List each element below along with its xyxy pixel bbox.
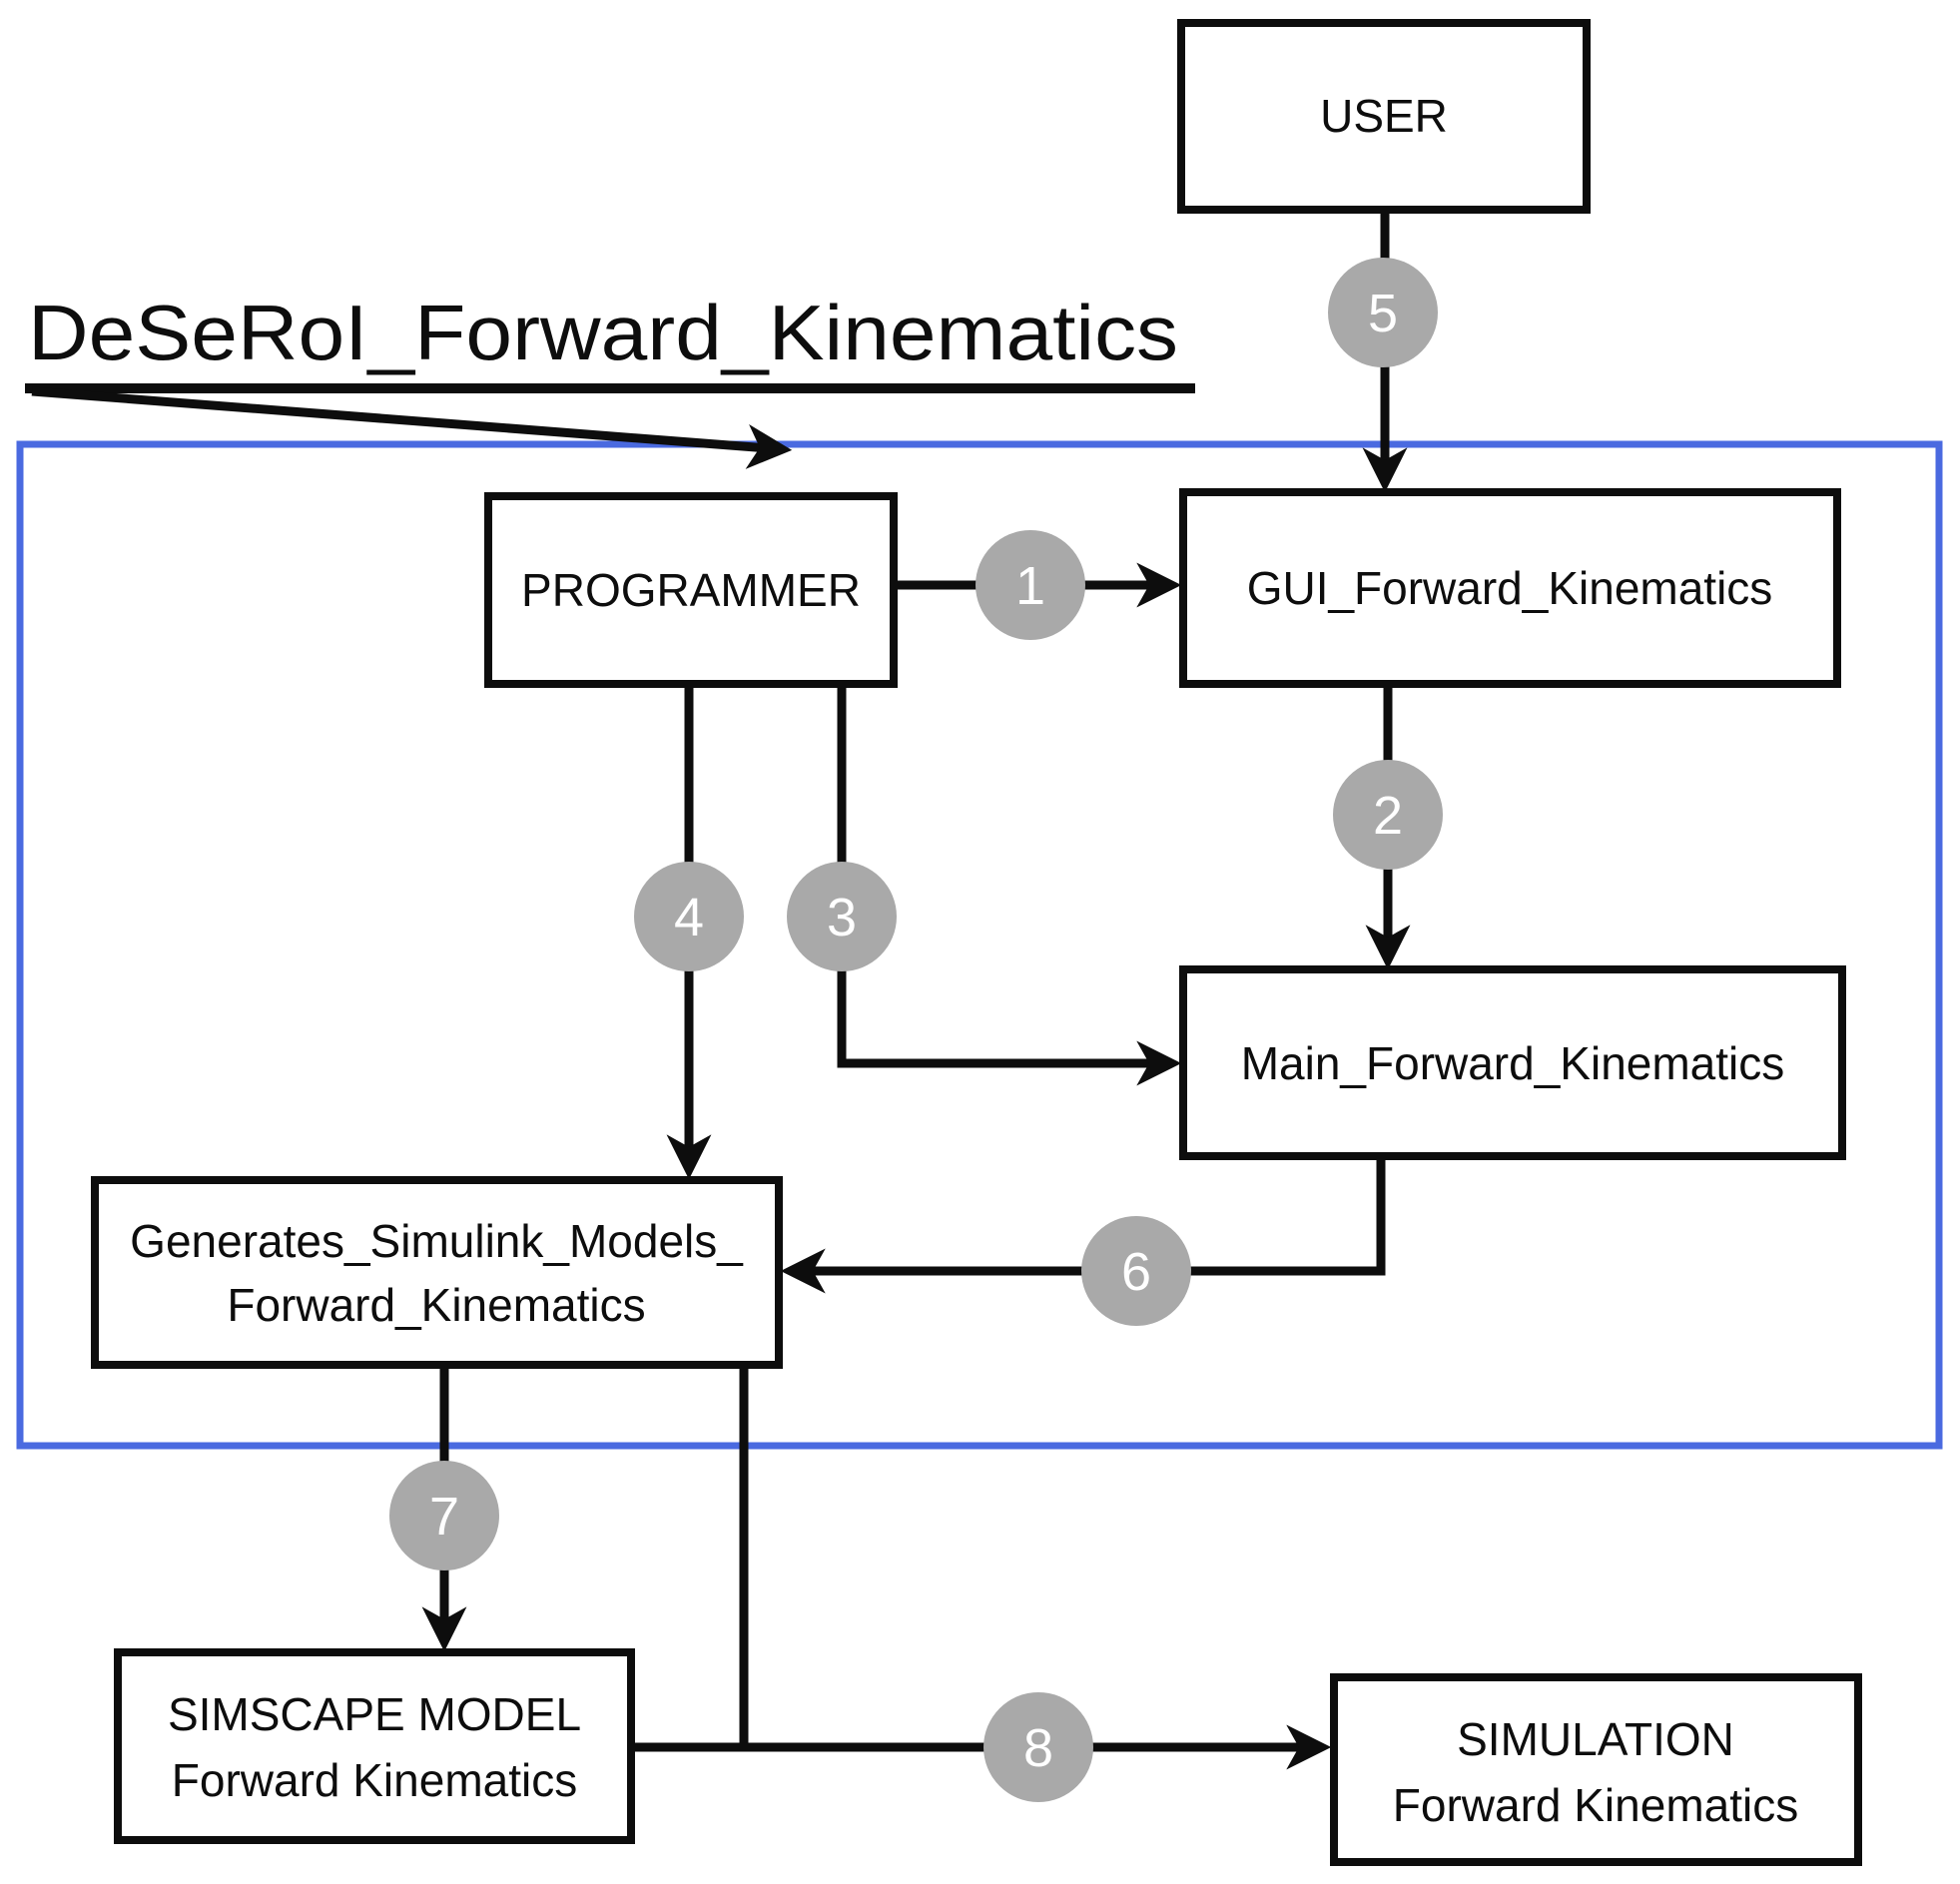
generates-label-line1: Generates_Simulink_Models_ [130,1215,744,1267]
step-number-3: 3 [827,888,857,947]
step-badge-7: 7 [389,1461,499,1570]
title-pointer-arrow [31,386,793,469]
step-number-7: 7 [429,1487,459,1547]
step-circle-8 [983,1692,1093,1802]
generates-label-line2: Forward_Kinematics [227,1279,645,1331]
step-badge-3: 3 [787,862,897,971]
step-number-8: 8 [1023,1718,1053,1778]
step-circle-2 [1333,760,1443,870]
step-number-4: 4 [674,888,704,947]
simscape-label-line2: Forward Kinematics [172,1754,577,1806]
node-user: USER [1177,19,1591,214]
simscape-box [114,1648,635,1844]
main-box [1179,965,1846,1160]
gui-box [1179,488,1841,688]
step-circle-6 [1081,1216,1191,1326]
step-badge-6: 6 [1081,1216,1191,1326]
step-number-5: 5 [1368,284,1398,343]
step-circle-7 [389,1461,499,1570]
edge-programmer-to-main [837,684,1182,1086]
step-circle-1 [976,530,1085,640]
step-circle-3 [787,862,897,971]
step-badge-2: 2 [1333,760,1443,870]
system-boundary-rect [16,440,1943,1450]
node-simulation: SIMULATION Forward Kinematics [1330,1673,1862,1866]
simulation-label-line2: Forward Kinematics [1393,1779,1798,1831]
simscape-label-line1: SIMSCAPE MODEL [168,1688,581,1740]
step-badge-1: 1 [976,530,1085,640]
step-circle-4 [634,862,744,971]
step-badge-5: 5 [1328,258,1438,367]
edge-main-to-generates [780,1156,1386,1294]
node-simscape-model: SIMSCAPE MODEL Forward Kinematics [114,1648,635,1844]
step-badge-8: 8 [983,1692,1093,1802]
step-badge-4: 4 [634,862,744,971]
node-gui-forward-kinematics: GUI_Forward_Kinematics [1179,488,1841,688]
node-main-forward-kinematics: Main_Forward_Kinematics [1179,965,1846,1160]
generates-box [91,1176,783,1369]
simulation-box [1330,1673,1862,1866]
diagram-title: DeSeRoI_Forward_Kinematics [28,289,1178,376]
step-number-1: 1 [1015,556,1045,616]
programmer-box [484,492,898,688]
main-label: Main_Forward_Kinematics [1241,1037,1785,1089]
gui-label: GUI_Forward_Kinematics [1247,562,1773,614]
node-generates-simulink-models: Generates_Simulink_Models_ Forward_Kinem… [91,1176,783,1369]
node-programmer: PROGRAMMER [484,492,898,688]
simulation-label-line1: SIMULATION [1457,1713,1734,1765]
user-box [1177,19,1591,214]
user-label: USER [1320,90,1448,142]
programmer-label: PROGRAMMER [521,564,861,616]
step-number-6: 6 [1121,1242,1151,1302]
step-number-2: 2 [1373,786,1403,846]
step-circle-5 [1328,258,1438,367]
